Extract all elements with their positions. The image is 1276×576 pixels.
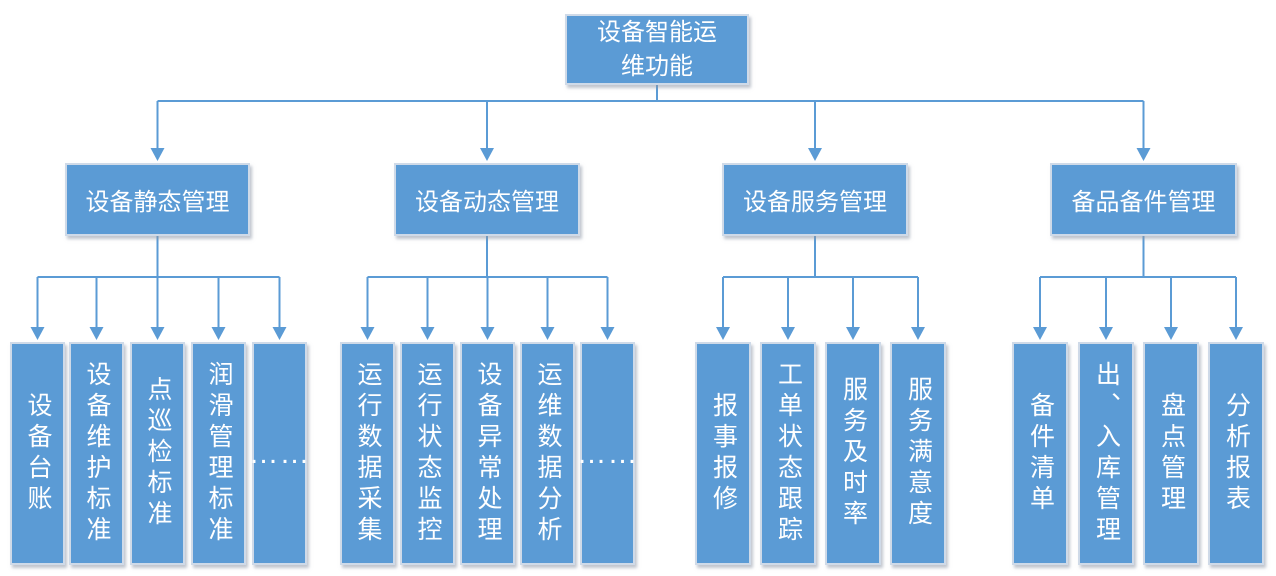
- node-equipment-static-management: 设备静态管理: [65, 163, 250, 236]
- node-root: 设备智能运 维功能: [565, 14, 749, 85]
- node-equipment-dynamic-management: 设备动态管理: [394, 163, 580, 236]
- leaf-node: 服务及时率: [825, 342, 881, 565]
- leaf-node: 出、入库管理: [1078, 342, 1134, 565]
- leaf-node: 设备维护标准: [69, 342, 124, 565]
- leaf-node: 设备异常处理: [460, 342, 515, 565]
- leaf-node-ellipsis: ……: [577, 342, 638, 565]
- leaf-node: 服务满意度: [890, 342, 946, 565]
- leaf-node: 运维数据分析: [520, 342, 575, 565]
- leaf-node: 点巡检标准: [130, 342, 185, 565]
- leaf-node: 设备台账: [10, 342, 65, 565]
- leaf-node: 分析报表: [1208, 342, 1264, 565]
- leaf-node: 盘点管理: [1143, 342, 1199, 565]
- leaf-node: 运行状态监控: [400, 342, 455, 565]
- node-equipment-service-management: 设备服务管理: [722, 163, 908, 236]
- leaf-node: 备件清单: [1012, 342, 1068, 565]
- leaf-node: 运行数据采集: [340, 342, 395, 565]
- leaf-node-ellipsis: ……: [249, 342, 310, 565]
- node-spare-parts-management: 备品备件管理: [1050, 163, 1237, 236]
- leaf-node: 工单状态跟踪: [760, 342, 816, 565]
- leaf-node: 润滑管理标准: [191, 342, 246, 565]
- leaf-node: 报事报修: [695, 342, 751, 565]
